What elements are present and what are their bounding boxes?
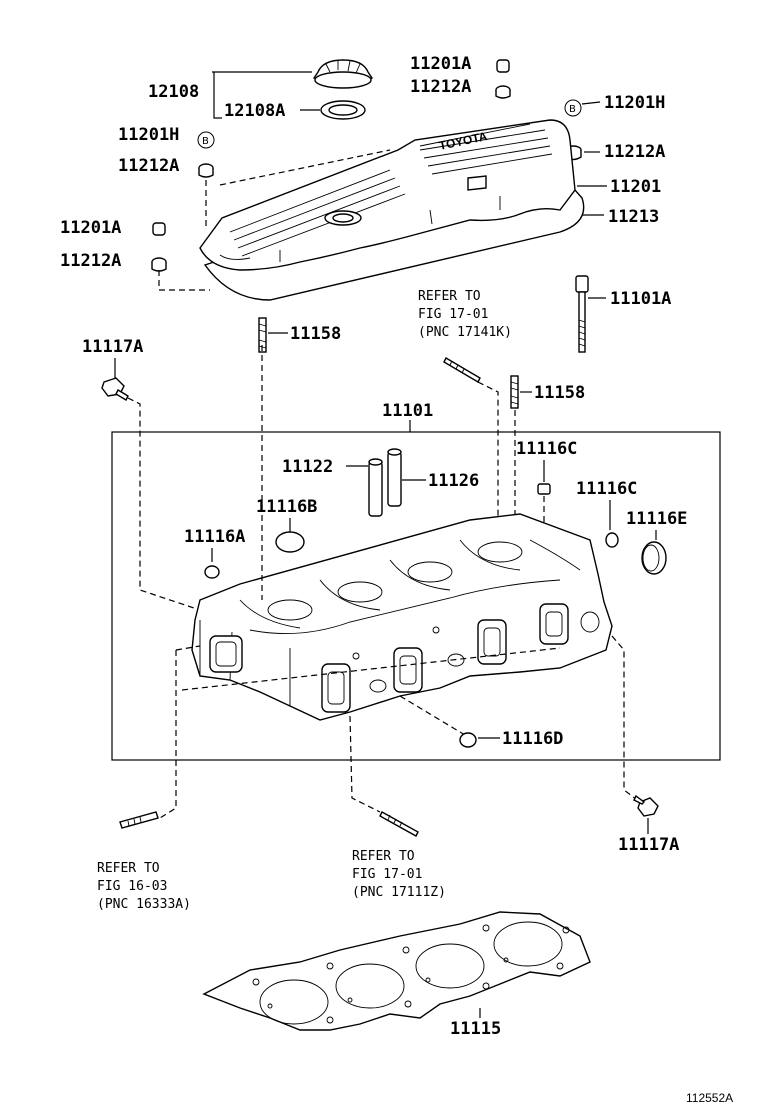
svg-text:(PNC 17141K): (PNC 17141K) [418, 325, 512, 340]
cylinder-head-cover[interactable]: TOYOTA [199, 119, 585, 301]
head-gasket[interactable] [202, 911, 591, 1031]
svg-text:B: B [202, 136, 209, 147]
cylinder-head[interactable] [191, 513, 613, 721]
plug-11116E[interactable] [641, 541, 667, 575]
label-11117A-top: 11117A [82, 337, 143, 357]
plug-11116B[interactable] [275, 531, 305, 553]
reference-note-1: REFER TO FIG 17-01 (PNC 17141K) [418, 289, 512, 340]
bolt-11117A-top[interactable] [101, 377, 129, 401]
label-11201H-left: 11201H [118, 125, 179, 145]
label-11212A-left: 11212A [118, 156, 179, 176]
svg-text:B: B [569, 104, 576, 115]
grommet-11212A-left2[interactable] [151, 257, 167, 272]
nut-11201A-top[interactable] [496, 59, 510, 73]
label-12108: 12108 [148, 82, 199, 102]
stud-ref2[interactable] [119, 811, 159, 829]
label-11213: 11213 [608, 207, 659, 227]
label-11116D: 11116D [502, 729, 563, 749]
stud-11158-top[interactable] [258, 317, 267, 353]
stud-ref3[interactable] [379, 811, 419, 837]
svg-text:FIG 17-01: FIG 17-01 [352, 867, 422, 882]
svg-text:REFER TO: REFER TO [418, 289, 481, 304]
oil-filler-gasket[interactable] [320, 100, 366, 120]
svg-text:REFER TO: REFER TO [352, 849, 415, 864]
cylinder-head-assy-frame [111, 431, 721, 761]
label-11201: 11201 [610, 177, 661, 197]
stud-11158-right[interactable] [510, 375, 519, 409]
grommet-11212A-top[interactable] [495, 85, 511, 99]
label-11116B: 11116B [256, 497, 317, 517]
valve-guide-11122[interactable] [368, 458, 383, 517]
label-11158-right: 11158 [534, 383, 585, 403]
svg-text:FIG 16-03: FIG 16-03 [97, 879, 167, 894]
svg-text:FIG 17-01: FIG 17-01 [418, 307, 488, 322]
label-11158-top: 11158 [290, 324, 341, 344]
label-12108A: 12108A [224, 101, 285, 121]
svg-text:(PNC 16333A): (PNC 16333A) [97, 897, 191, 912]
grommet-11212A-left[interactable] [198, 163, 214, 178]
label-11212A-top: 11212A [410, 77, 471, 97]
label-11116C-2: 11116C [576, 479, 637, 499]
svg-text:(PNC 17111Z): (PNC 17111Z) [352, 885, 446, 900]
label-11115: 11115 [450, 1019, 501, 1039]
label-11101: 11101 [382, 401, 433, 421]
stud-ref1[interactable] [443, 357, 481, 383]
label-11116E: 11116E [626, 509, 687, 529]
b-marker-left: B [197, 131, 215, 149]
label-11201A-top: 11201A [410, 54, 471, 74]
nut-11201A-left[interactable] [152, 222, 166, 236]
plug-11116C-2[interactable] [605, 532, 619, 548]
label-11201H-right: 11201H [604, 93, 665, 113]
label-11212A-left2: 11212A [60, 251, 121, 271]
label-11212A-right: 11212A [604, 142, 665, 162]
label-11116C-1: 11116C [516, 439, 577, 459]
reference-note-2: REFER TO FIG 16-03 (PNC 16333A) [97, 861, 191, 912]
bolt-11101A[interactable] [575, 275, 589, 353]
reference-note-3: REFER TO FIG 17-01 (PNC 17111Z) [352, 849, 446, 900]
bolt-11117A-bottom[interactable] [633, 794, 659, 817]
plug-11116C-1[interactable] [537, 483, 551, 495]
plug-11116A[interactable] [204, 565, 220, 579]
leader-12108 [212, 71, 312, 119]
label-11117A-bottom: 11117A [618, 835, 679, 855]
label-11201A-left: 11201A [60, 218, 121, 238]
figure-number: 112552A [686, 1091, 733, 1105]
label-11116A: 11116A [184, 527, 245, 547]
b-marker-right: B [564, 99, 582, 117]
label-11126: 11126 [428, 471, 479, 491]
label-11122: 11122 [282, 457, 333, 477]
svg-text:REFER TO: REFER TO [97, 861, 160, 876]
plug-11116D[interactable] [459, 732, 477, 748]
oil-filler-cap[interactable] [312, 59, 373, 89]
valve-guide-11126[interactable] [387, 448, 402, 507]
label-11101A: 11101A [610, 289, 671, 309]
